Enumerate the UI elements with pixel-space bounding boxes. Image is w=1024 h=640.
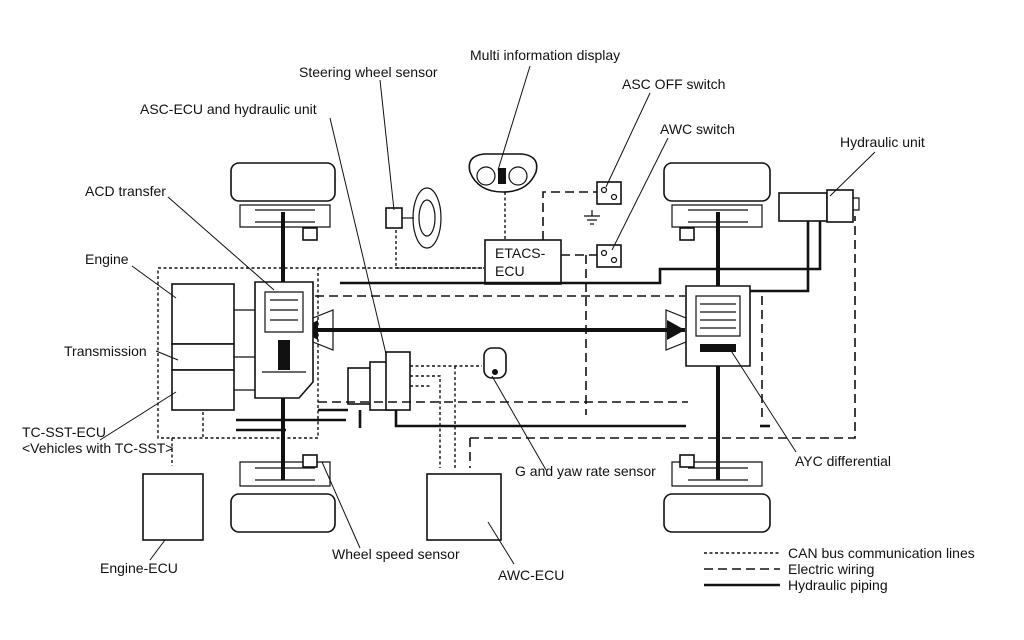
label-multi-info-display: Multi information display: [470, 47, 620, 63]
legend-can-label: CAN bus communication lines: [788, 545, 975, 561]
etacs-label-2: ECU: [495, 263, 525, 279]
can-bus-lines: [171, 192, 506, 468]
wheel-front-right: [663, 162, 771, 228]
label-g-yaw-sensor: G and yaw rate sensor: [515, 463, 656, 479]
hydraulic-piping: [236, 221, 822, 432]
legend-hyd-label: Hydraulic piping: [788, 577, 888, 593]
asc-ecu-hydraulic-unit: [347, 351, 411, 411]
leader-lines: [99, 65, 876, 565]
hydraulic-unit-icon: [778, 189, 860, 223]
multi-info-display-icon: [468, 153, 538, 193]
label-tc-sst-ecu-1: TC-SST-ECU: [22, 424, 106, 440]
label-hydraulic-unit: Hydraulic unit: [840, 134, 925, 150]
label-asc-off-switch: ASC OFF switch: [622, 76, 725, 92]
label-awc-ecu: AWC-ECU: [498, 567, 564, 583]
label-steering-wheel-sensor: Steering wheel sensor: [299, 64, 438, 80]
awc-ecu: [426, 473, 502, 541]
etacs-ecu: ETACS- ECU: [484, 239, 562, 285]
label-awc-switch: AWC switch: [660, 121, 735, 137]
wheel-rear-right: [663, 461, 771, 533]
engine-ecu: [142, 473, 204, 541]
g-yaw-rate-sensor-icon: [483, 347, 507, 379]
awc-switch-icon: [596, 244, 622, 268]
wheel-speed-sensor-icons: [302, 227, 695, 468]
ground-symbol: [584, 210, 600, 225]
label-ayc-differential: AYC differential: [795, 453, 891, 469]
label-wheel-speed-sensor: Wheel speed sensor: [332, 546, 460, 562]
ayc-differential: [665, 285, 751, 367]
legend: CAN bus communication lines Electric wir…: [704, 545, 975, 593]
label-transmission: Transmission: [64, 343, 147, 359]
label-asc-ecu: ASC-ECU and hydraulic unit: [140, 101, 317, 117]
engine-transmission-block: [157, 267, 319, 439]
label-tc-sst-ecu-2: <Vehicles with TC-SST>: [22, 440, 173, 456]
electric-wiring: [315, 191, 856, 468]
etacs-label-1: ETACS-: [495, 245, 546, 261]
asc-off-switch-icon: [596, 181, 622, 205]
legend-wire-label: Electric wiring: [788, 561, 874, 577]
wheel-front-left: [230, 162, 336, 228]
acd-transfer: [254, 281, 334, 399]
label-engine-ecu: Engine-ECU: [100, 560, 178, 576]
steering-wheel-sensor-icon: [385, 187, 442, 249]
label-engine: Engine: [85, 251, 129, 267]
label-acd-transfer: ACD transfer: [85, 183, 166, 199]
